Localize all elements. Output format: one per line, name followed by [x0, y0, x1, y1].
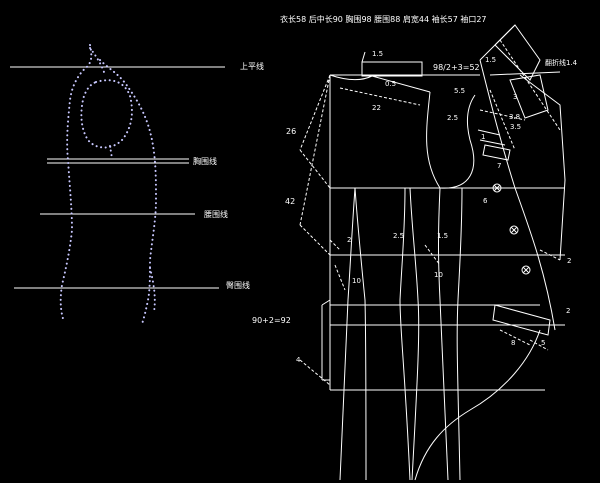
- armhole-contour: [80, 79, 133, 149]
- front-curved-hem: [414, 329, 541, 481]
- mark-front-dim-3-8: 3.8: [509, 113, 520, 121]
- pocket-8-guide: [499, 329, 531, 346]
- mark-back-42: 42: [285, 197, 295, 206]
- pocket-5-guide: [529, 339, 549, 351]
- button-2-cross-b: [510, 226, 518, 234]
- upper-line-label: 上平线: [240, 61, 264, 71]
- front-top-line: [489, 71, 561, 76]
- button-3-cross-b: [522, 266, 530, 274]
- front-dart-guide-2: [479, 109, 526, 121]
- hem-formula: 90+2=92: [252, 316, 291, 325]
- neck-contour: [89, 47, 105, 73]
- bust-line-label: 胸围线: [193, 156, 217, 166]
- mark-shoulder-22: 22: [372, 104, 381, 112]
- waist-pocket-flap: [492, 304, 551, 336]
- guide-42: [299, 74, 331, 226]
- front-10-guide: [424, 244, 441, 266]
- front-armhole: [439, 94, 476, 189]
- front-center-line: [479, 59, 556, 331]
- mark-front-2-right: 2: [567, 257, 571, 265]
- button-1: [492, 183, 502, 193]
- chest-pocket: [482, 144, 511, 161]
- back-princess-line: [354, 187, 367, 481]
- pattern-draft: [299, 24, 566, 481]
- mark-pocket-8: 8: [511, 339, 515, 347]
- side-seam-dot: [109, 145, 113, 159]
- body-front-contour: [99, 59, 158, 325]
- mark-front-dim-1: 1: [481, 133, 485, 141]
- back-neck-box: [361, 61, 423, 77]
- front-panel-seam: [438, 187, 449, 481]
- mark-side-10-left: 10: [352, 277, 361, 285]
- front-edge-line: [519, 74, 566, 261]
- guide-42b: [299, 224, 331, 256]
- mark-front-side-10: 10: [434, 271, 443, 279]
- body-back-contour: [59, 44, 93, 323]
- side-2-guide: [329, 239, 341, 251]
- back-neck-curve: [329, 74, 373, 81]
- hem-4-guide: [299, 359, 331, 386]
- mark-front-dim-3-5: 3.5: [510, 123, 521, 131]
- front-neck-line: [479, 39, 501, 61]
- chest-dart: [477, 129, 506, 146]
- roll-line: [499, 39, 561, 131]
- front-2-guide: [539, 249, 561, 261]
- front-panel-seam-2: [456, 187, 463, 481]
- button-2: [509, 225, 519, 235]
- back-shoulder-line: [371, 75, 431, 93]
- front-dart-guide: [489, 89, 516, 151]
- measurements-header: 衣长58 后中长90 胸围98 腰围88 肩宽44 袖长57 袖口27: [280, 14, 487, 24]
- guide-26: [299, 74, 331, 151]
- back-side-seam-2: [409, 187, 420, 481]
- back-vent: [321, 299, 331, 306]
- side-10-guide: [334, 264, 346, 291]
- mark-front-side-1-5: 1.5: [437, 232, 448, 240]
- mark-front-dim-2-5: 2.5: [447, 114, 458, 122]
- bust-half-formula: 98/2+3=52: [433, 63, 480, 72]
- lapel-piece: [509, 74, 549, 119]
- waist-line-label: 腰围线: [204, 209, 228, 219]
- mark-front-side-2-5: 2.5: [393, 232, 404, 240]
- back-neck-rise: [361, 51, 366, 63]
- mark-front-dim-6: 6: [483, 197, 488, 205]
- mark-front-dim-7: 7: [497, 162, 501, 170]
- mark-lapel-label: 翻折线1.4: [545, 58, 578, 67]
- mark-front-dim-3: 3: [513, 93, 517, 101]
- hip-line-label: 臀围线: [226, 280, 250, 290]
- mark-front-neck-5-5: 5.5: [454, 87, 465, 95]
- collar-piece: [494, 24, 541, 81]
- body-silhouette-figure: 上平线 胸围线 腰围线 臀围线: [10, 44, 264, 325]
- shoulder-slope-guide: [339, 87, 421, 106]
- button-3: [521, 265, 531, 275]
- leg-divide-contour: [149, 267, 156, 313]
- mark-hem-4: 4: [296, 356, 301, 364]
- mark-front-collar-1-5: 1.5: [485, 56, 496, 64]
- mark-front-2-bottom: 2: [566, 307, 570, 315]
- back-armhole: [426, 91, 441, 189]
- mark-back-neck-drop: 0.5: [385, 80, 396, 88]
- mark-armhole-26: 26: [286, 127, 296, 136]
- mark-pocket-5: 5: [541, 339, 545, 347]
- back-princess-line-2: [339, 187, 356, 481]
- mark-back-neck-rise: 1.5: [372, 50, 383, 58]
- mark-side-2-left: 2: [347, 236, 351, 244]
- collar-stand: [499, 24, 516, 41]
- back-side-seam: [399, 187, 411, 481]
- guide-26b: [299, 149, 331, 189]
- button-1-cross-b: [493, 184, 501, 192]
